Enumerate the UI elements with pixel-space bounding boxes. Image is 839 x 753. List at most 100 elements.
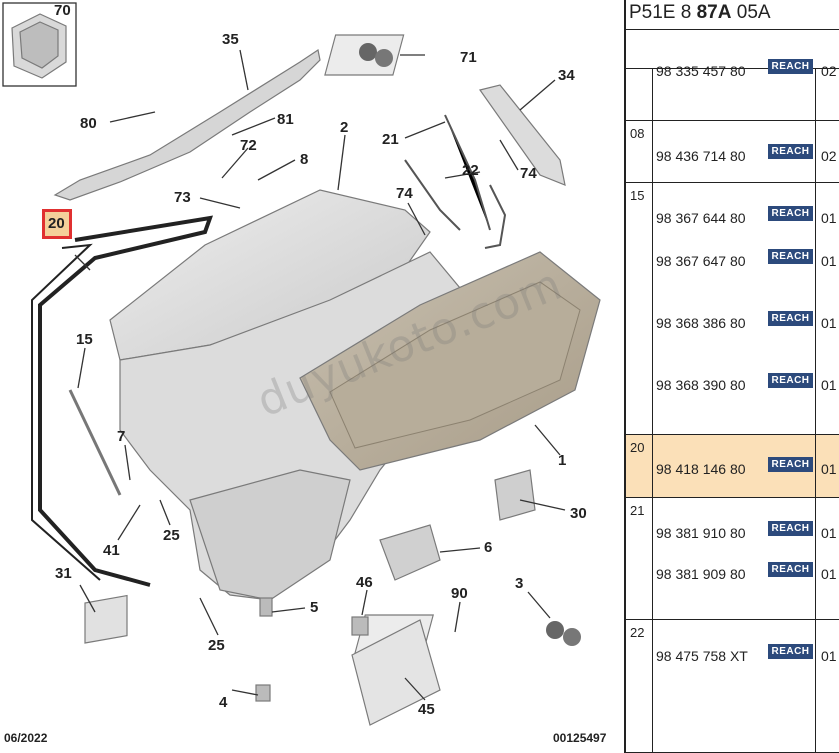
part-5	[259, 597, 273, 617]
callout-25-lower: 25	[208, 637, 225, 654]
callout-15: 15	[76, 331, 93, 348]
row-ref-number: 21	[630, 503, 645, 518]
reach-badge: REACH	[768, 144, 813, 159]
column-divider	[815, 435, 816, 497]
quantity: 01	[821, 525, 837, 541]
callout-30: 30	[570, 505, 587, 522]
quantity: 01	[821, 377, 837, 393]
reach-badge: REACH	[768, 206, 813, 221]
column-divider	[652, 121, 653, 182]
part-number[interactable]: 98 335 457 80	[656, 63, 746, 79]
row-ref-number: 15	[630, 188, 645, 203]
callout-21: 21	[382, 131, 399, 148]
part-number[interactable]: 98 368 386 80	[656, 315, 746, 331]
reach-badge: REACH	[768, 521, 813, 536]
part-31	[84, 594, 128, 644]
panel-subheader	[626, 30, 839, 69]
part-number[interactable]: 98 475 758 XT	[656, 648, 748, 664]
header-bold: 87A	[696, 2, 732, 23]
quantity: 01	[821, 461, 837, 477]
exploded-parts-diagram: 70 35 71 34 80 81 2 21 72 8 22 73 74 74 …	[2, 2, 606, 745]
footer-date: 06/2022	[4, 731, 48, 745]
callout-71: 71	[460, 49, 477, 66]
highlighted-callout-label: 20	[48, 215, 65, 232]
part-22	[404, 159, 507, 249]
callout-2: 2	[340, 119, 348, 136]
part-number[interactable]: 98 368 390 80	[656, 377, 746, 393]
quantity: 01	[821, 566, 837, 582]
parts-row[interactable]: 21 98 381 910 80 REACH 01 98 381 909 80 REACH…	[626, 498, 839, 620]
header-suffix: 05A	[731, 2, 771, 23]
part-45-panel	[351, 619, 441, 726]
quantity: 02	[821, 63, 837, 79]
row-ref-number: 20	[630, 440, 645, 455]
part-30-lock	[494, 469, 536, 521]
callout-6: 6	[484, 539, 492, 556]
reach-badge: REACH	[768, 249, 813, 264]
quantity: 01	[821, 648, 837, 664]
callout-1: 1	[558, 452, 566, 469]
highlighted-callout-20[interactable]: 20	[42, 209, 72, 239]
reach-badge: REACH	[768, 59, 813, 74]
column-divider	[652, 498, 653, 619]
reach-badge: REACH	[768, 373, 813, 388]
callout-73: 73	[174, 189, 191, 206]
panel-header: P51E 8 87A 05A	[626, 0, 839, 30]
column-divider	[815, 121, 816, 182]
column-divider	[652, 435, 653, 497]
column-divider	[815, 620, 816, 752]
callout-90: 90	[451, 585, 468, 602]
header-prefix: P51E 8	[629, 2, 697, 23]
part-number[interactable]: 98 418 146 80	[656, 461, 746, 477]
part-35-spoiler	[53, 49, 321, 201]
callout-74: 74	[396, 185, 413, 202]
column-divider	[815, 498, 816, 619]
part-6-bracket	[379, 524, 441, 581]
part-34	[479, 84, 566, 186]
callout-4: 4	[219, 694, 228, 711]
callout-74-right: 74	[520, 165, 537, 182]
parts-row[interactable]: 15 98 367 644 80 REACH 01 98 367 647 80 REACH…	[626, 183, 839, 435]
parts-row[interactable]: 08 98 436 714 80 REACH 02	[626, 121, 839, 183]
callout-8: 8	[300, 151, 308, 168]
column-divider	[652, 620, 653, 752]
callout-22: 22	[462, 162, 479, 179]
part-number[interactable]: 98 381 909 80	[656, 566, 746, 582]
callout-81: 81	[277, 111, 294, 128]
callout-46: 46	[356, 574, 373, 591]
callout-25-upper: 25	[163, 527, 180, 544]
part-46	[351, 616, 369, 636]
parts-row[interactable]: 98 335 457 80 REACH 02	[626, 59, 839, 121]
quantity: 02	[821, 148, 837, 164]
column-divider	[652, 68, 653, 120]
part-15-strut	[68, 389, 122, 496]
column-divider	[652, 183, 653, 434]
callout-80: 80	[80, 115, 97, 132]
callout-34: 34	[558, 67, 575, 84]
callout-72: 72	[240, 137, 257, 154]
part-21	[444, 114, 491, 231]
row-ref-number: 08	[630, 126, 645, 141]
quantity: 01	[821, 210, 837, 226]
callout-41: 41	[103, 542, 120, 559]
part-4	[255, 684, 271, 702]
reach-badge: REACH	[768, 562, 813, 577]
parts-list-panel: P51E 8 87A 05A 98 335 457 80 REACH 02 08 98 …	[624, 0, 839, 753]
reach-badge: REACH	[768, 311, 813, 326]
callout-7: 7	[117, 428, 125, 445]
callout-5: 5	[310, 599, 318, 616]
part-number[interactable]: 98 367 647 80	[656, 253, 746, 269]
column-divider	[815, 183, 816, 434]
callout-labels: 70 35 71 34 80 81 2 21 72 8 22 73 74 74 …	[54, 2, 587, 718]
part-20-seal	[38, 215, 214, 587]
quantity: 01	[821, 253, 837, 269]
part-number[interactable]: 98 381 910 80	[656, 525, 746, 541]
callout-45: 45	[418, 701, 435, 718]
column-divider	[815, 68, 816, 120]
callout-31: 31	[55, 565, 72, 582]
part-number[interactable]: 98 436 714 80	[656, 148, 746, 164]
part-number[interactable]: 98 367 644 80	[656, 210, 746, 226]
reach-badge: REACH	[768, 644, 813, 659]
